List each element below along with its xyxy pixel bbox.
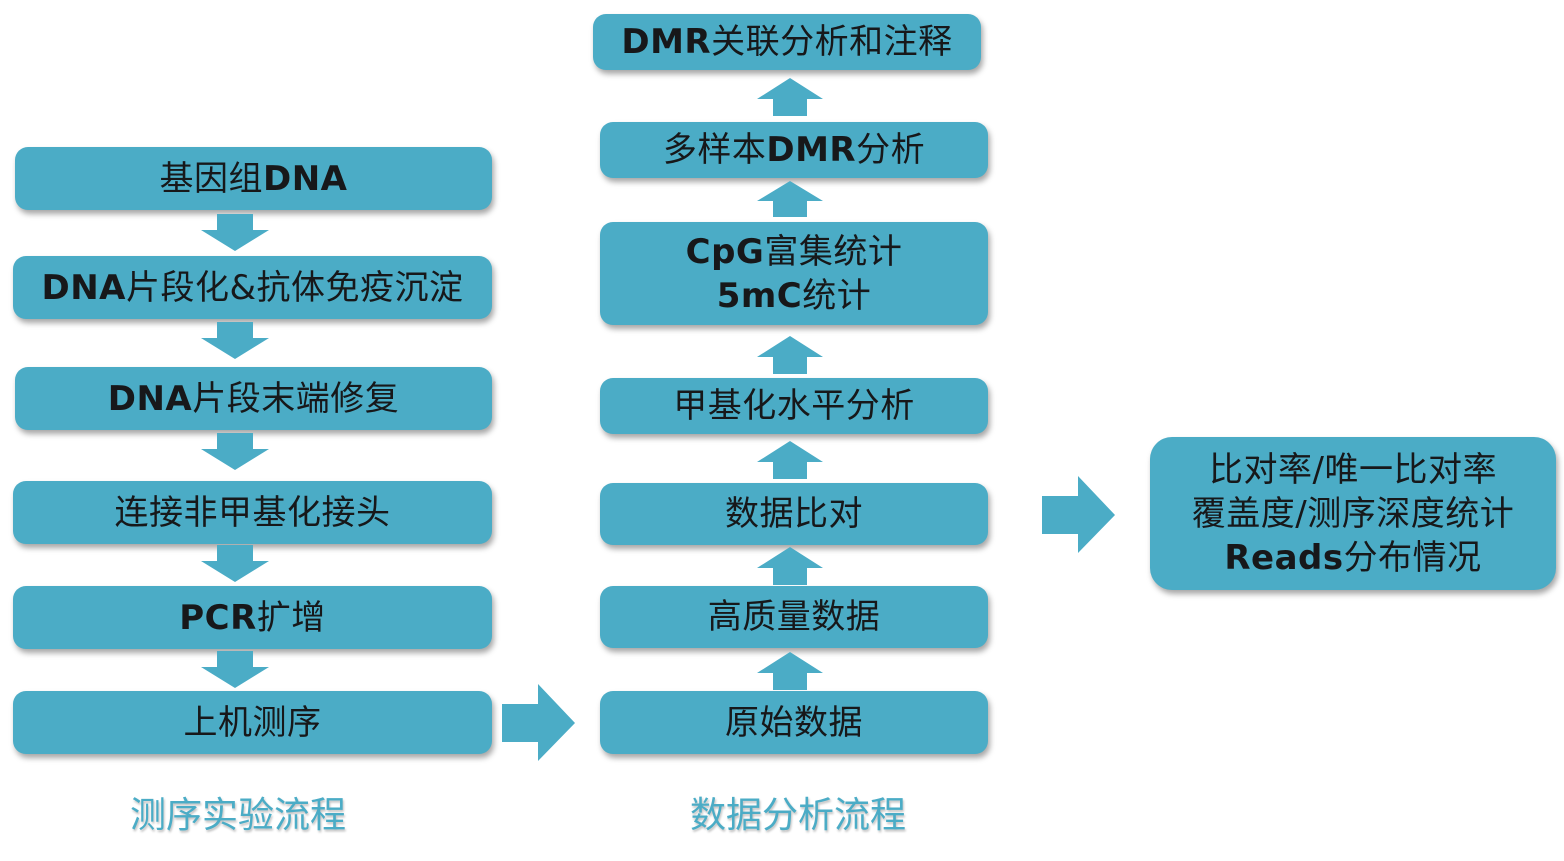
step-adapter-ligation: 连接非甲基化接头	[13, 481, 492, 544]
up-arrow-icon	[757, 336, 823, 374]
step-multi-sample-dmr: 多样本DMR分析	[600, 122, 988, 178]
down-arrow-icon	[201, 214, 269, 251]
step-raw-data: 原始数据	[600, 691, 988, 754]
step-clean-data: 高质量数据	[600, 586, 988, 648]
caption-sequencing-workflow: 测序实验流程	[129, 795, 346, 836]
down-arrow-icon	[201, 545, 269, 582]
right-arrow-icon	[1042, 476, 1115, 553]
step-methylation-level: 甲基化水平分析	[600, 378, 988, 434]
down-arrow-icon	[201, 433, 269, 470]
step-pcr: PCR扩增	[13, 586, 492, 649]
up-arrow-icon	[757, 181, 823, 217]
alignment-statistics-box: 比对率/唯一比对率 覆盖度/测序深度统计 Reads分布情况	[1150, 437, 1556, 590]
step-dna-fragmentation: DNA片段化&抗体免疫沉淀	[13, 256, 492, 319]
down-arrow-icon	[201, 651, 269, 688]
step-dmr-annotation: DMR关联分析和注释	[593, 14, 981, 70]
right-arrow-icon	[502, 684, 575, 761]
step-genomic-dna: 基因组DNA	[15, 147, 492, 210]
up-arrow-icon	[757, 652, 823, 690]
step-alignment: 数据比对	[600, 483, 988, 545]
up-arrow-icon	[757, 547, 823, 585]
step-sequencing: 上机测序	[13, 691, 492, 754]
up-arrow-icon	[757, 78, 823, 116]
step-end-repair: DNA片段末端修复	[15, 367, 492, 430]
up-arrow-icon	[757, 441, 823, 479]
caption-analysis-workflow: 数据分析流程	[689, 795, 906, 836]
step-cpg-5mc-stats: CpG富集统计 5mC统计	[600, 222, 988, 325]
down-arrow-icon	[201, 322, 269, 359]
